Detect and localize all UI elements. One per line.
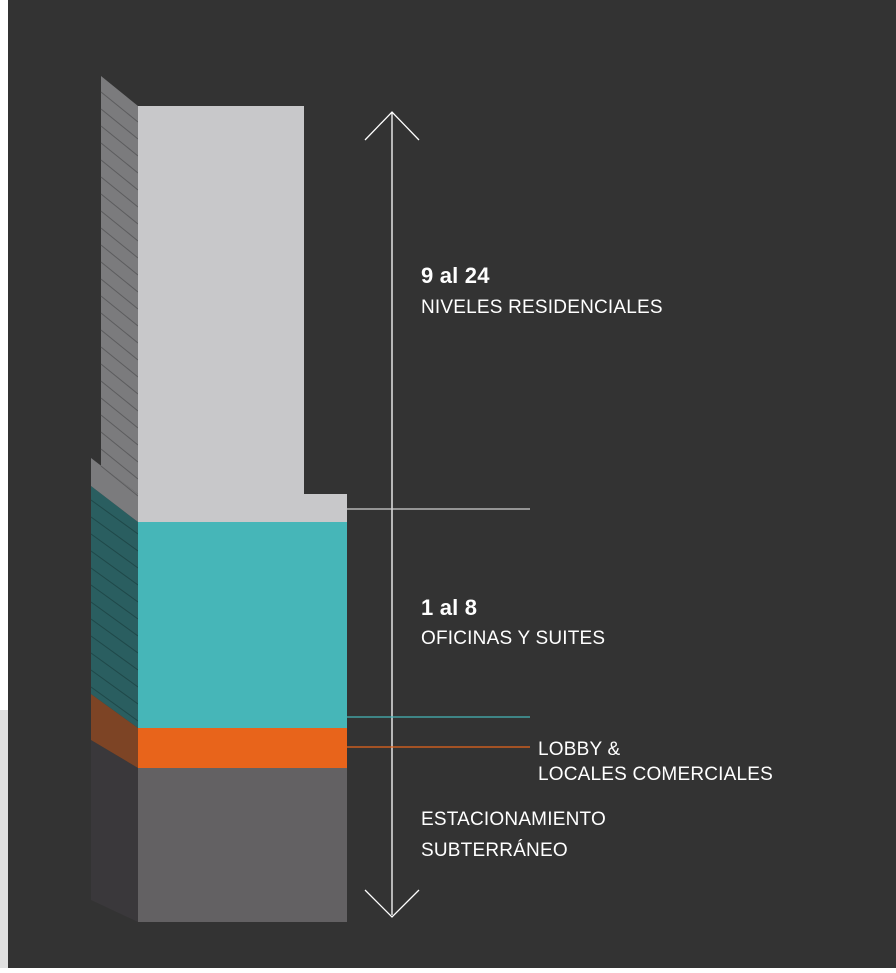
parking-name-line-1: ESTACIONAMIENTO [421, 809, 606, 830]
floor-stripe [100, 295, 139, 327]
floor-stripe [100, 465, 139, 497]
floor-stripe [90, 652, 139, 688]
offices-name: OFICINAS Y SUITES [421, 628, 606, 649]
floor-stripe [100, 176, 139, 208]
floor-stripe [100, 431, 139, 463]
floor-stripe [100, 193, 139, 225]
floor-stripe [100, 125, 139, 157]
residential-side-face [101, 76, 138, 494]
residential-podium-face [138, 494, 347, 522]
arrow-head-up-icon [364, 111, 420, 141]
floor-stripe [90, 618, 139, 654]
floor-stripe [100, 142, 139, 174]
offices-front-face [138, 522, 347, 728]
floor-stripe [90, 584, 139, 620]
floor-stripe [100, 210, 139, 242]
floor-stripe [100, 278, 139, 310]
floor-stripe [100, 397, 139, 429]
arrow-head-down-icon [364, 889, 420, 918]
lobby-name-line-1: LOBBY & [538, 739, 621, 760]
residential-lower-side-face [91, 458, 138, 522]
floor-stripe [90, 499, 139, 535]
lobby-label: LOBBY & LOCALES COMERCIALES [538, 736, 773, 788]
floor-stripe [100, 227, 139, 259]
parking-name-line-2: SUBTERRÁNEO [421, 840, 568, 861]
parking-label: ESTACIONAMIENTO SUBTERRÁNEO [421, 806, 606, 864]
residential-side-stripes [100, 91, 139, 497]
floor-stripe [90, 601, 139, 637]
floor-stripe [100, 312, 139, 344]
residential-label: 9 al 24 NIVELES RESIDENCIALES [421, 262, 663, 321]
parking-front-face [138, 768, 347, 922]
floor-stripe [100, 91, 139, 123]
floor-stripe [100, 346, 139, 378]
residential-name: NIVELES RESIDENCIALES [421, 297, 663, 318]
floor-stripe [90, 533, 139, 569]
floor-stripe [100, 159, 139, 191]
offices-side-stripes [90, 499, 139, 722]
floor-stripe [100, 380, 139, 412]
floor-stripe [100, 329, 139, 361]
floor-stripe [90, 669, 139, 705]
floor-stripe [100, 244, 139, 276]
floor-stripe [100, 448, 139, 480]
floor-stripe [90, 567, 139, 603]
offices-label: 1 al 8 OFICINAS Y SUITES [421, 594, 605, 652]
residential-front-face [138, 106, 304, 522]
floor-stripe [90, 516, 139, 552]
floor-stripe [100, 108, 139, 140]
left-margin-strip [0, 710, 8, 968]
floor-stripe [90, 635, 139, 671]
floor-stripe [90, 550, 139, 586]
residential-levels: 9 al 24 [421, 263, 490, 288]
offices-side-face [91, 486, 138, 728]
floor-stripe [100, 414, 139, 446]
lobby-name-line-2: LOCALES COMERCIALES [538, 764, 774, 785]
offices-levels: 1 al 8 [421, 595, 478, 620]
lobby-front-face [138, 728, 347, 768]
floor-stripe [90, 686, 139, 722]
floor-stripe [100, 261, 139, 293]
parking-side-face [91, 740, 138, 922]
lobby-side-face [91, 694, 138, 768]
floor-stripe [100, 363, 139, 395]
